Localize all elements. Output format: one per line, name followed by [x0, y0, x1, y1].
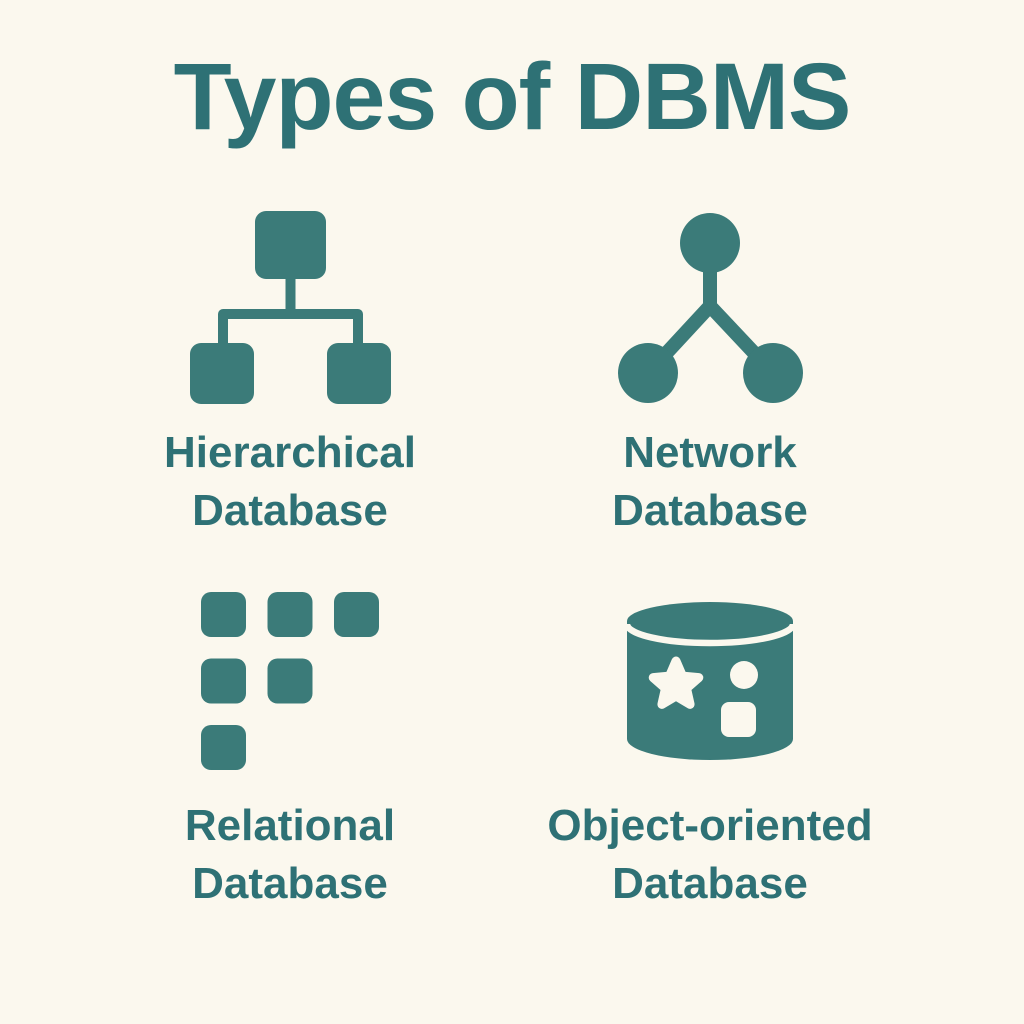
label-line: Database: [612, 486, 808, 535]
relational-icon-box: [201, 578, 379, 783]
circle-cutout: [730, 660, 758, 689]
object-oriented-icon-box: [627, 578, 793, 783]
table-grid-icon: [201, 591, 379, 770]
label-object-oriented-database: Object-oriented Database: [547, 797, 872, 913]
network-nodes-icon: [617, 212, 803, 403]
dbms-type-object-oriented: Object-oriented Database: [500, 578, 920, 913]
label-line: Database: [192, 486, 388, 535]
page-title: Types of DBMS: [173, 44, 852, 150]
hierarchy-tree-icon: [189, 211, 391, 404]
label-relational-database: Relational Database: [185, 797, 395, 913]
square-cutout: [721, 701, 756, 737]
label-hierarchical-database: Hierarchical Database: [164, 424, 416, 540]
network-icon-box: [617, 205, 803, 410]
star-cutout: [648, 656, 704, 709]
dbms-type-hierarchical: Hierarchical Database: [80, 205, 500, 540]
label-line: Relational: [184, 801, 396, 850]
label-line: Database: [192, 859, 388, 908]
object-cylinder-icon: [627, 601, 793, 760]
label-line: Hierarchical: [164, 428, 416, 477]
label-line: Object-oriented: [547, 801, 873, 850]
dbms-type-relational: Relational Database: [80, 578, 500, 913]
hierarchy-icon-box: [189, 205, 391, 410]
label-network-database: Network Database: [612, 424, 808, 540]
label-line: Database: [612, 859, 808, 908]
dbms-type-network: Network Database: [500, 205, 920, 540]
label-line: Network: [623, 428, 797, 477]
